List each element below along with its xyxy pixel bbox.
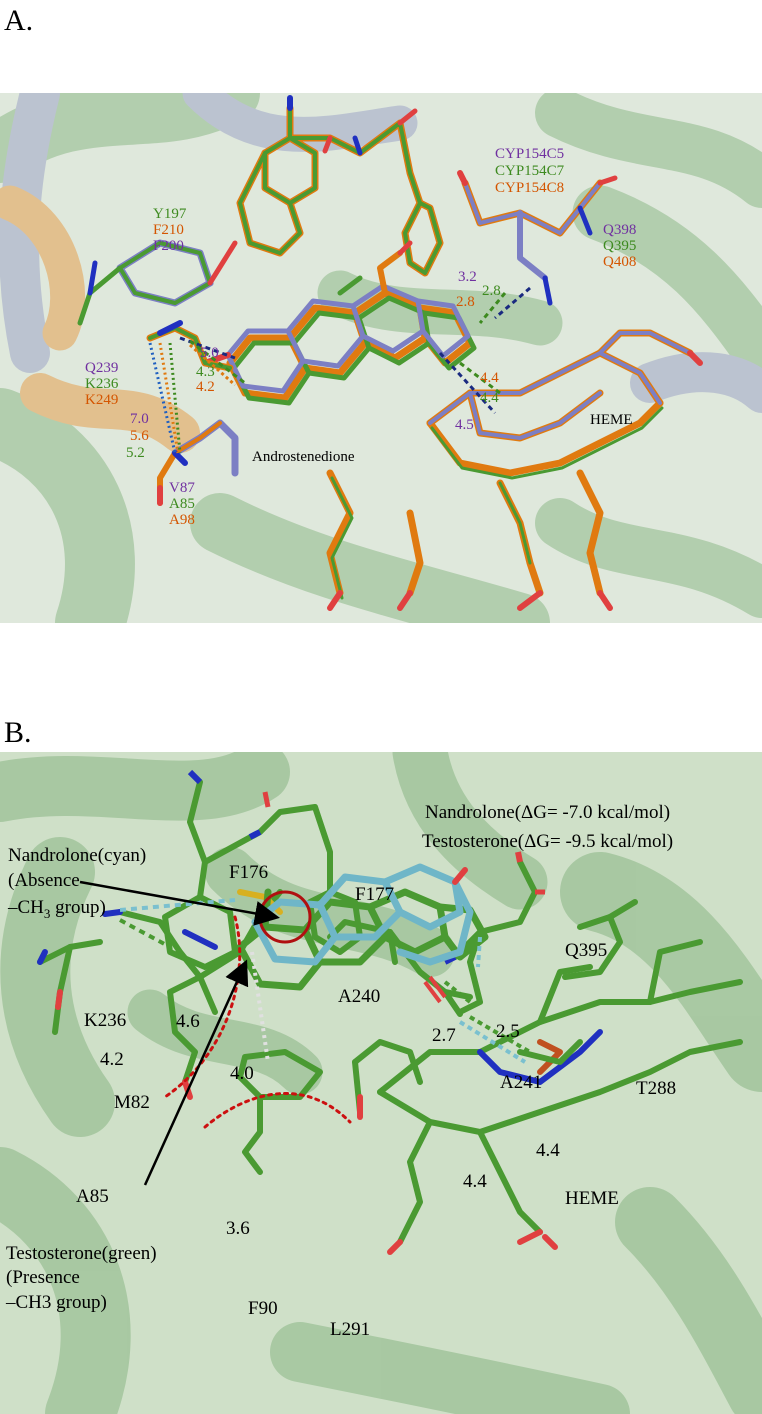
- residue-q395: Q395: [603, 238, 636, 254]
- nandrolone-note-line1: Nandrolone(cyan): [8, 845, 146, 866]
- ligand-label: Androstenedione: [252, 449, 355, 465]
- legend-cyp154c7: CYP154C7: [495, 163, 565, 179]
- residue-k236: K236: [85, 376, 119, 392]
- nandrolone-note-line3: –CH3 group): [7, 897, 106, 921]
- residue-f90: F90: [248, 1298, 278, 1319]
- residue-k249: K249: [85, 392, 118, 408]
- heme-label: HEME: [590, 412, 633, 428]
- residue-f176: F176: [229, 862, 268, 883]
- panel-b-structure: Nandrolone(ΔG= -7.0 kcal/mol) Testostero…: [0, 752, 762, 1414]
- legend-cyp154c5: CYP154C5: [495, 146, 564, 162]
- panel-b-svg: Nandrolone(ΔG= -7.0 kcal/mol) Testostero…: [0, 752, 762, 1414]
- testosterone-note-line2: (Presence: [6, 1267, 80, 1288]
- distance-label: 4.0: [230, 1063, 254, 1084]
- residue-m82: M82: [114, 1092, 150, 1113]
- testosterone-note-line3: –CH3 group): [5, 1292, 107, 1313]
- residue-q239: Q239: [85, 360, 118, 376]
- residue-a85: A85: [76, 1186, 109, 1207]
- residue-f177: F177: [355, 884, 394, 905]
- residue-l291: L291: [330, 1319, 370, 1340]
- distance-label: 7.0: [130, 411, 149, 427]
- residue-q398: Q398: [603, 222, 636, 238]
- distance-label: 4.2: [196, 379, 215, 395]
- distance-label: 2.8: [456, 294, 475, 310]
- distance-label: 3.6: [226, 1218, 250, 1239]
- residue-f200: F200: [153, 238, 184, 254]
- panel-a-svg: CYP154C5 CYP154C7 CYP154C8 Y197 F210 F20…: [0, 93, 762, 623]
- residue-f210: F210: [153, 222, 184, 238]
- distance-label: 4.4: [480, 370, 499, 386]
- distance-label: 4.2: [100, 1049, 124, 1070]
- panel-b-label: B.: [4, 716, 32, 749]
- testosterone-note-line1: Testosterone(green): [6, 1243, 157, 1264]
- distance-label: 5.2: [126, 445, 145, 461]
- nandrolone-note-line2: (Absence: [8, 870, 80, 891]
- panel-a-structure: CYP154C5 CYP154C7 CYP154C8 Y197 F210 F20…: [0, 93, 762, 623]
- residue-t288: T288: [636, 1078, 676, 1099]
- distance-label: 2.5: [496, 1021, 520, 1042]
- residue-a241: A241: [500, 1072, 542, 1093]
- residue-a240: A240: [338, 986, 380, 1007]
- residue-k236: K236: [84, 1010, 126, 1031]
- residue-y197: Y197: [153, 206, 187, 222]
- energy-testosterone: Testosterone(ΔG= -9.5 kcal/mol): [422, 831, 673, 852]
- distance-label: 2.7: [432, 1025, 456, 1046]
- residue-a98: A98: [169, 512, 195, 528]
- panel-a-label: A.: [4, 4, 34, 37]
- distance-label: 2.8: [482, 283, 501, 299]
- distance-label: 4.6: [176, 1011, 200, 1032]
- distance-label: 4.3: [196, 364, 215, 380]
- residue-v87: V87: [169, 480, 195, 496]
- distance-label: 5.0: [200, 345, 219, 361]
- residue-a85: A85: [169, 496, 195, 512]
- distance-label: 3.2: [458, 269, 477, 285]
- energy-nandrolone: Nandrolone(ΔG= -7.0 kcal/mol): [425, 802, 670, 823]
- distance-label: 5.6: [130, 428, 149, 444]
- heme-label: HEME: [565, 1188, 619, 1209]
- distance-label: 4.4: [480, 390, 499, 406]
- distance-label: 4.5: [455, 417, 474, 433]
- residue-q408: Q408: [603, 254, 636, 270]
- distance-label: 4.4: [463, 1171, 487, 1192]
- residue-q395: Q395: [565, 940, 607, 961]
- distance-label: 4.4: [536, 1140, 560, 1161]
- legend-cyp154c8: CYP154C8: [495, 180, 564, 196]
